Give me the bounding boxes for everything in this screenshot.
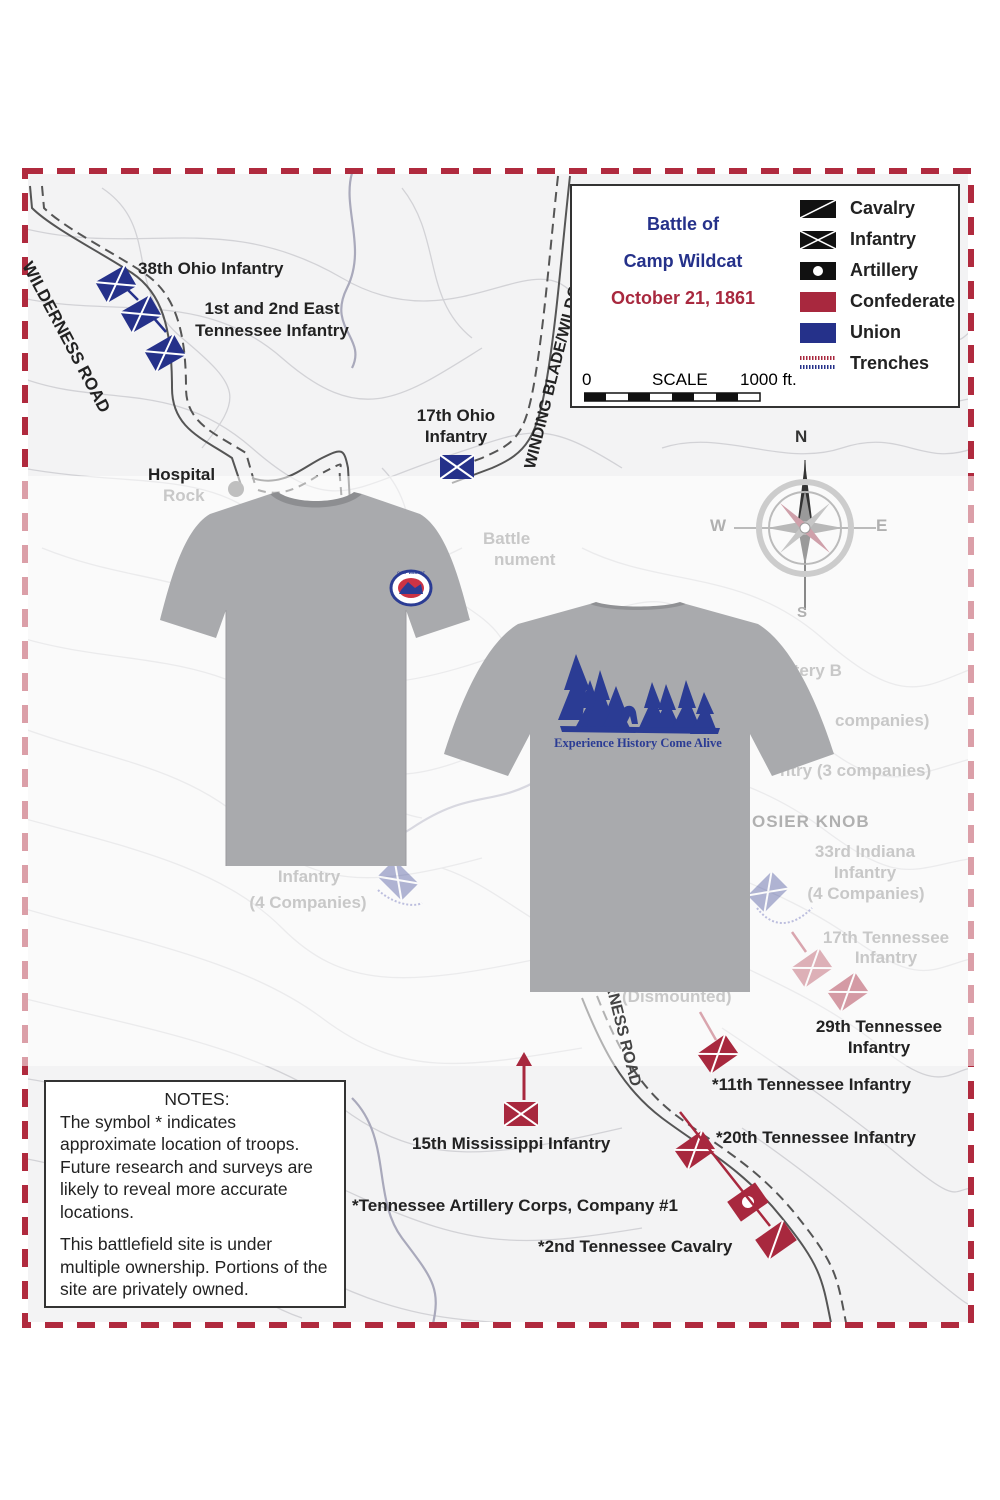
map-legend: Battle of Camp Wildcat October 21, 1861 … (570, 184, 960, 408)
notes-box: NOTES: The symbol * indicates approximat… (44, 1080, 346, 1308)
winding-blade-road (441, 175, 571, 484)
label-20th-tn: *20th Tennessee Infantry (716, 1128, 916, 1147)
label-indiana-1: 33rd Indiana (814, 842, 916, 861)
hospital-rock-marker (228, 481, 244, 497)
confederate-swatch (800, 292, 836, 312)
legend-date: October 21, 1861 (610, 288, 756, 308)
compass-s: S (797, 604, 808, 621)
label-29th-tn-2: Infantry (847, 1038, 911, 1057)
legend-infantry: Infantry (850, 229, 917, 249)
label-2nd-tn-cavalry: *2nd Tennessee Cavalry (538, 1237, 733, 1256)
shirt-logo (389, 569, 433, 607)
scale-end: 1000 ft. (740, 370, 797, 389)
label-rock: Rock (163, 486, 205, 505)
label-battle: Battle (483, 529, 531, 548)
union-infantry-east-tn-a (119, 294, 163, 334)
confederate-infantry-15th-ms (503, 1101, 539, 1127)
label-battery: ttery B (788, 661, 842, 680)
label-17th-tn-2: Infantry (854, 948, 918, 967)
legend-title-2: Camp Wildcat (623, 251, 743, 271)
label-monument: nument (494, 550, 556, 569)
union-infantry-38th-ohio (94, 264, 138, 304)
confederate-infantry-11th-tn (696, 1033, 740, 1075)
label-29th-tn-1: 29th Tennessee (815, 1017, 943, 1036)
notes-paragraph-1: The symbol * indicates approximate locat… (60, 1111, 313, 1222)
legend-title-1: Battle of (647, 214, 719, 234)
label-companies-b: ntry (3 companies) (780, 761, 932, 780)
scale-bar (584, 392, 761, 402)
tshirt-front (160, 492, 470, 866)
trenches-swatch (800, 356, 836, 369)
notes-paragraph-2: This battlefield site is under multiple … (60, 1234, 328, 1299)
union-swatch (800, 323, 836, 343)
wilderness-road-upper (29, 185, 257, 489)
label-knob: OSIER KNOB (752, 812, 870, 831)
legend-union: Union (850, 322, 901, 342)
legend-artillery: Artillery (850, 260, 919, 280)
label-11th-tn: *11th Tennessee Infantry (712, 1075, 912, 1094)
shirt-slogan: Experience History Come Alive (554, 736, 722, 750)
scale-label: SCALE (652, 370, 708, 389)
shirt-logo-text: CAMP WILDCAT (397, 571, 425, 575)
arrow-head-15th-ms (516, 1052, 532, 1066)
label-indiana-3: (4 Companies) (807, 884, 925, 903)
confederate-artillery (727, 1182, 769, 1222)
label-17th-ohio-2: Infantry (424, 427, 488, 446)
label-east-tn-1: 1st and 2nd East (204, 299, 340, 318)
label-infantry4-2: (4 Companies) (249, 893, 367, 912)
union-infantry-east-tn-b (143, 333, 187, 373)
confederate-cavalry (755, 1220, 797, 1260)
label-artillery-corps: *Tennessee Artillery Corps, Company #1 (352, 1196, 678, 1215)
label-hospital: Hospital (148, 465, 216, 484)
infantry-swatch (800, 231, 836, 249)
artillery-swatch (800, 262, 836, 280)
label-17th-ohio-1: 17th Ohio (416, 406, 496, 425)
union-infantry-17th-ohio (439, 454, 475, 480)
legend-trenches: Trenches (850, 353, 930, 373)
legend-cavalry: Cavalry (850, 198, 916, 218)
legend-confederate: Confederate (850, 291, 956, 311)
label-east-tn-2: Tennessee Infantry (195, 321, 349, 340)
label-companies-a: companies) (835, 711, 930, 730)
compass-rose (734, 460, 876, 610)
tshirt-back (444, 602, 834, 992)
scale-start: 0 (582, 370, 592, 389)
compass-w: W (710, 516, 727, 535)
label-38th-ohio: 38th Ohio Infantry (138, 259, 284, 278)
compass-e: E (876, 516, 888, 535)
confederate-advance-line (679, 931, 808, 1227)
forest-print (558, 654, 720, 734)
notes-heading: NOTES: (164, 1089, 230, 1109)
cavalry-swatch (800, 200, 836, 218)
label-indiana-2: Infantry (833, 863, 897, 882)
label-17th-tn-1: 17th Tennessee (822, 928, 950, 947)
compass-n: N (795, 427, 808, 446)
label-15th-ms: 15th Mississippi Infantry (412, 1134, 611, 1153)
label-infantry4-1: Infantry (277, 867, 341, 886)
